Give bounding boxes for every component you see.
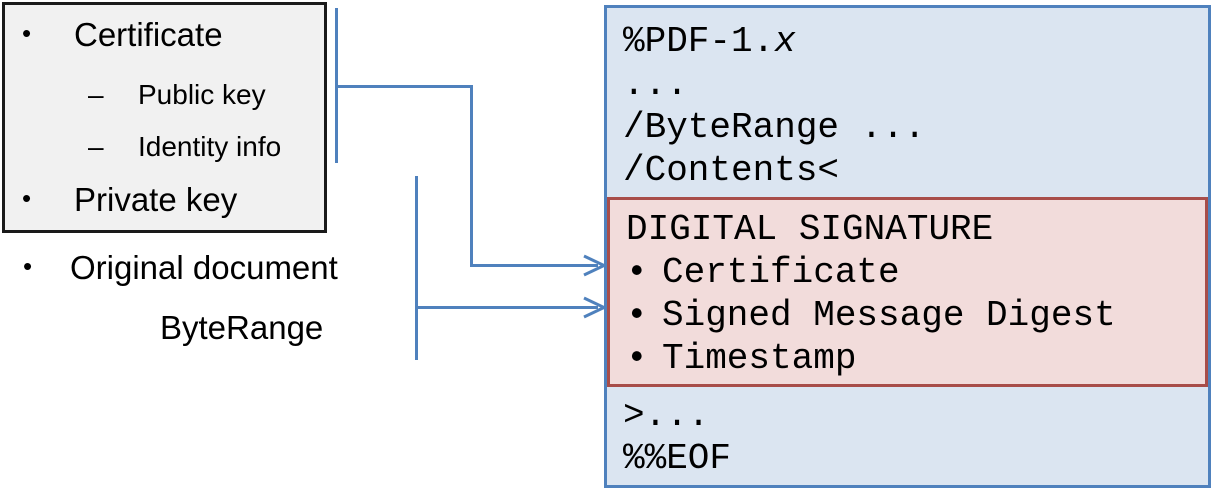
bullet-icon: • [626, 295, 648, 336]
signature-item-certificate-label: Certificate [662, 252, 900, 293]
bullet-icon: • [22, 18, 32, 48]
pdf-line-contents: /Contents< [623, 150, 840, 191]
dash-icon: – [88, 79, 104, 110]
pdf-line-eof: %%EOF [623, 438, 732, 479]
digital-signature-box: DIGITAL SIGNATURE • Certificate • Signed M… [607, 197, 1208, 387]
pdf-header-prefix: %PDF-1. [623, 21, 775, 62]
pdf-top-section: %PDF-1.x ... /ByteRange ... /Contents< [607, 8, 1208, 197]
signature-item-signed-message-digest: • Signed Message Digest [626, 294, 1205, 337]
item-public-key: – Public key [88, 78, 266, 111]
dash-icon: – [88, 131, 104, 162]
pdf-line-ellipsis: ... [623, 64, 688, 105]
item-private-key: • Private key [20, 181, 237, 220]
bullet-icon: • [626, 252, 648, 293]
pdf-header-variable: x [774, 21, 796, 62]
bullet-icon: • [22, 183, 32, 213]
item-byterange: ByteRange [160, 309, 323, 348]
pdf-file-box: %PDF-1.x ... /ByteRange ... /Contents< D… [604, 5, 1211, 488]
certificate-elbow-arrow-line [336, 85, 598, 267]
signature-item-timestamp: • Timestamp [626, 337, 1205, 380]
signature-item-timestamp-label: Timestamp [662, 338, 857, 379]
item-identity-info: – Identity info [88, 130, 281, 163]
bullet-icon: • [626, 338, 648, 379]
pdf-bottom-section: >... %%EOF [607, 387, 1208, 480]
item-private-key-label: Private key [74, 181, 238, 218]
pdf-line-close: >... [623, 395, 710, 436]
bullet-icon: • [23, 251, 33, 281]
signature-item-signed-message-digest-label: Signed Message Digest [662, 295, 1116, 336]
item-original-document: • Original document [20, 249, 338, 288]
byterange-arrowhead-icon [583, 296, 608, 319]
item-certificate-label: Certificate [74, 16, 223, 53]
item-certificate: • Certificate [20, 16, 223, 55]
pdf-line-header: %PDF-1.x [623, 20, 1208, 63]
pdf-line-byterange: /ByteRange ... [623, 107, 926, 148]
item-identity-info-label: Identity info [138, 131, 282, 162]
item-original-document-label: Original document [70, 249, 338, 286]
item-byterange-label: ByteRange [160, 309, 324, 346]
signing-inputs-box [2, 2, 327, 233]
item-public-key-label: Public key [138, 79, 266, 110]
signature-title: DIGITAL SIGNATURE [626, 209, 994, 250]
certificate-arrowhead-icon [583, 254, 608, 277]
signature-item-certificate: • Certificate [626, 251, 1205, 294]
